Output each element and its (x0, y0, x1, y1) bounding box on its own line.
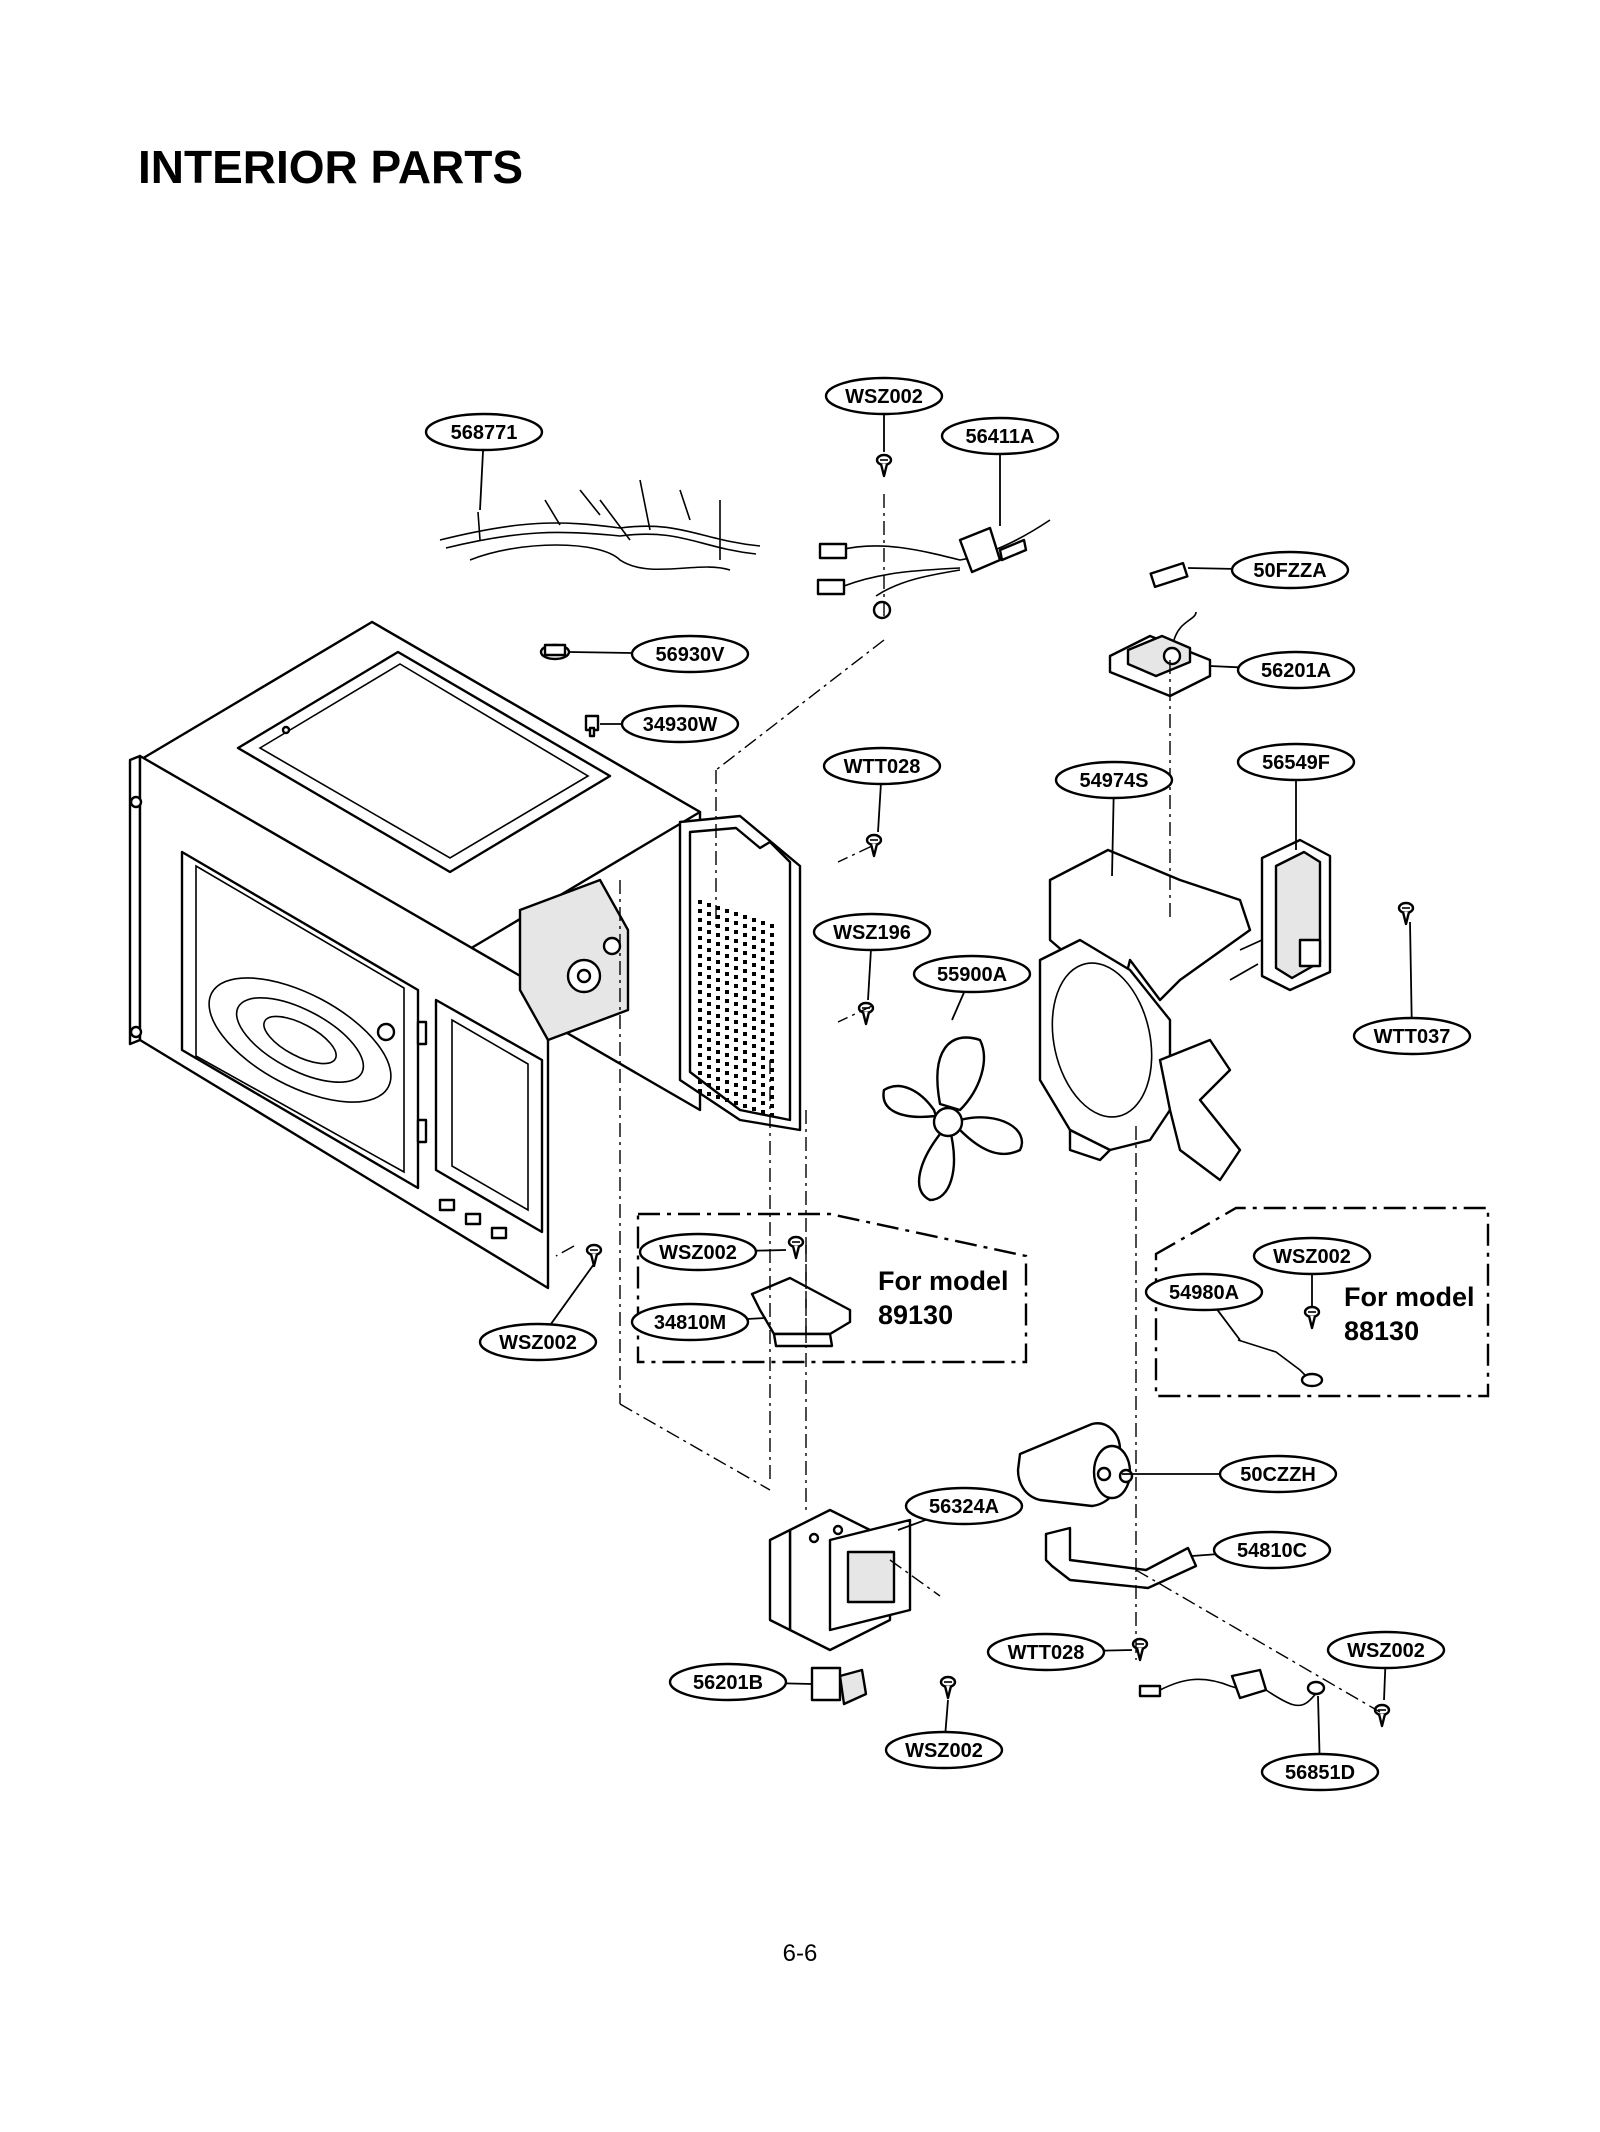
part-label-fan-motor: 56549F (1236, 742, 1356, 850)
part-label-screw-lower-right: WSZ002 (1326, 1630, 1446, 1701)
screw-icon (875, 453, 893, 478)
part-number-text: WTT037 (1374, 1026, 1451, 1048)
ventilation-holes (698, 900, 774, 1117)
part-number-text: WSZ002 (659, 1242, 737, 1264)
screw-icon (1131, 1637, 1149, 1662)
part-label-screw-wtt028-upper: WTT028 (822, 746, 942, 833)
note-model-a-line2: 89130 (878, 1300, 953, 1330)
screws (585, 453, 1415, 1728)
capacitor (1016, 1422, 1134, 1508)
screw-icon (1303, 1305, 1321, 1330)
part-number-text: WSZ002 (845, 386, 923, 408)
part-label-screw-wsz196: WSZ196 (812, 912, 932, 1001)
screw-icon (865, 833, 883, 858)
part-label-lamp-socket: 34930W (600, 704, 740, 744)
part-label-screw-magnetron: WSZ002 (884, 1699, 1004, 1770)
part-number-text: 56411A (966, 426, 1035, 448)
note-model-b-line2: 88130 (1344, 1316, 1419, 1346)
fuse (1149, 561, 1189, 589)
lamp-socket (584, 714, 600, 738)
part-number-text: 54974S (1080, 770, 1149, 792)
part-number-text: 568771 (451, 422, 518, 444)
screw-icon (857, 1001, 875, 1026)
page-title: INTERIOR PARTS (138, 141, 524, 193)
part-number-text: 50FZZA (1253, 560, 1326, 582)
note-model-a-line1: For model (878, 1266, 1009, 1296)
part-label-magnetron: 56324A (897, 1486, 1024, 1531)
part-number-text: 56549F (1262, 752, 1330, 774)
assembly-lines (555, 494, 1381, 1713)
part-label-screw-box-a: WSZ002 (638, 1232, 787, 1272)
part-label-screw-box-b: WSZ002 (1252, 1236, 1372, 1306)
part-number-text: WSZ002 (1273, 1246, 1351, 1268)
part-number-text: 34930W (643, 714, 718, 736)
part-label-fuse-holder: 56411A (940, 416, 1060, 526)
part-label-screw-cavity: WSZ002 (478, 1263, 598, 1362)
wire-harness (439, 479, 761, 571)
part-label-fan-duct: 54974S (1054, 760, 1174, 877)
part-number-text: 56201B (693, 1672, 763, 1694)
part-labels: 568771WSZ00256411A50FZZA56930V56201A3493… (424, 376, 1472, 1792)
fan-duct (1038, 848, 1252, 1182)
model-88130-box (1154, 1206, 1490, 1398)
part-number-text: 54810C (1237, 1540, 1307, 1562)
part-label-screw-wtt037: WTT037 (1352, 921, 1472, 1056)
screw-icon (787, 1235, 805, 1260)
fan-motor (1229, 838, 1332, 992)
screw-icon (1373, 1703, 1391, 1728)
part-number-text: 50CZZH (1240, 1464, 1316, 1486)
thermostat (539, 643, 571, 661)
part-label-capacitor-bracket: 54810C (1191, 1530, 1332, 1570)
bracket-a (750, 1276, 852, 1348)
part-label-thermostat: 56930V (569, 634, 750, 674)
screw-icon (939, 1675, 957, 1700)
fuse-holder (816, 519, 1051, 620)
model-89130-box (636, 1212, 1028, 1364)
part-label-capacitor: 50CZZH (1122, 1454, 1338, 1494)
part-number-text: 56930V (656, 644, 726, 666)
screw-icon (1397, 901, 1415, 926)
note-model-b-line1: For model (1344, 1282, 1475, 1312)
fan-blade (882, 1036, 1024, 1202)
part-label-spring-b: 54980A (1144, 1272, 1264, 1341)
part-number-text: 56324A (929, 1496, 999, 1518)
part-number-text: WTT028 (844, 756, 921, 778)
connector-icon (810, 1666, 868, 1706)
part-label-thermal-cutout: 56201B (668, 1662, 813, 1702)
noise-filter (1108, 611, 1212, 698)
screw-icon (585, 1243, 603, 1268)
page-number: 6-6 (782, 1940, 818, 1967)
part-number-text: 55900A (937, 964, 1007, 986)
spring (1237, 1339, 1324, 1388)
part-label-noise-filter: 56201A (1209, 650, 1356, 690)
part-number-text: WTT028 (1008, 1642, 1085, 1664)
part-number-text: WSZ002 (905, 1740, 983, 1762)
part-number-text: 56201A (1261, 660, 1331, 682)
side-panel (678, 814, 802, 1132)
oven-cavity (128, 620, 702, 1290)
part-number-text: WSZ002 (499, 1332, 577, 1354)
part-number-text: 54980A (1169, 1282, 1239, 1304)
part-label-fuse: 50FZZA (1187, 550, 1350, 590)
magnetron (768, 1508, 912, 1652)
part-label-diode: 56851D (1260, 1695, 1380, 1792)
part-label-fan-blade: 55900A (912, 954, 1032, 1021)
part-label-bracket-a: 34810M (630, 1302, 767, 1342)
part-label-screw-wtt028-lower: WTT028 (986, 1632, 1133, 1672)
diode (1138, 1668, 1326, 1707)
part-label-screw-top: WSZ002 (824, 376, 944, 452)
capacitor-bracket (1044, 1526, 1198, 1590)
part-number-text: 56851D (1285, 1762, 1355, 1784)
part-number-text: WSZ002 (1347, 1640, 1425, 1662)
part-number-text: WSZ196 (833, 922, 911, 944)
part-label-wire-harness: 568771 (424, 412, 544, 511)
part-number-text: 34810M (654, 1312, 726, 1334)
